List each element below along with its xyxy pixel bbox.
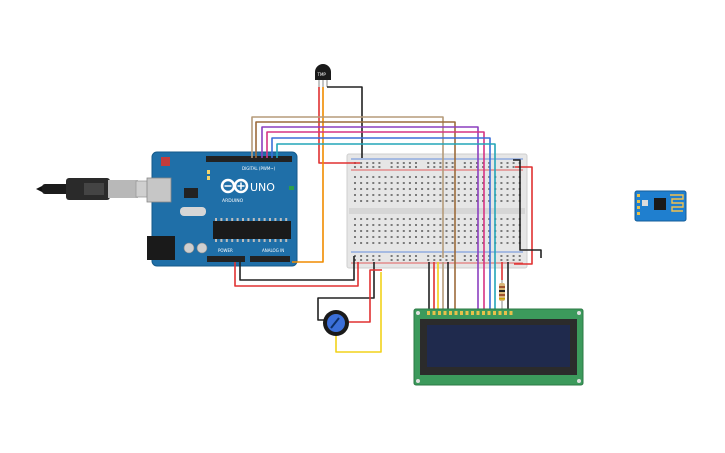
power-header	[207, 256, 245, 262]
wire-d-teal	[276, 143, 496, 310]
wire-pot-vcc	[345, 269, 382, 323]
wire-sensor-gnd	[327, 86, 363, 158]
arduino-uno-board[interactable]: UNO ARDUINO DIGITAL (PWM~) POWER ANALOG …	[146, 151, 298, 267]
wire-d-blue	[271, 137, 491, 310]
wire-d-tan	[251, 116, 444, 258]
lcd-screen	[427, 325, 570, 367]
wire-sensor-vcc	[318, 87, 360, 164]
digital-header-label: DIGITAL (PWM~)	[242, 166, 276, 171]
wire-rail-black-right	[513, 159, 542, 258]
board-brand-label: ARDUINO	[222, 198, 244, 204]
analog-header	[250, 256, 290, 262]
wifi-module-icon[interactable]	[634, 190, 687, 222]
potentiometer-icon[interactable]	[323, 310, 349, 336]
lcd-display[interactable]	[413, 308, 584, 386]
analog-header-label: ANALOG IN	[262, 248, 284, 253]
crystal	[180, 207, 206, 216]
arduino-logo	[220, 178, 249, 194]
resistor-icon[interactable]	[499, 280, 505, 312]
breadboard[interactable]	[346, 153, 528, 269]
wire-power-5v	[234, 262, 359, 287]
wires	[234, 86, 542, 353]
sensor-label: TMP	[317, 72, 327, 77]
wire-pot-wiper	[335, 272, 382, 353]
power-header-label: POWER	[218, 248, 233, 253]
wire-power-gnd	[239, 256, 355, 281]
digital-header	[206, 156, 292, 162]
wire-sensor-out	[292, 87, 324, 263]
wire-pot-gnd	[317, 262, 375, 321]
wire-d-purple	[261, 126, 479, 310]
microcontroller-chip	[213, 221, 291, 239]
wire-d-brown	[255, 121, 456, 310]
usb-port	[146, 177, 172, 203]
temperature-sensor-icon[interactable]: TMP	[315, 64, 331, 87]
wire-d-magenta	[266, 131, 485, 310]
wire-rail-red-right	[514, 166, 533, 265]
power-jack	[147, 236, 175, 260]
reset-button	[161, 157, 170, 166]
board-model-label: UNO	[250, 181, 275, 194]
